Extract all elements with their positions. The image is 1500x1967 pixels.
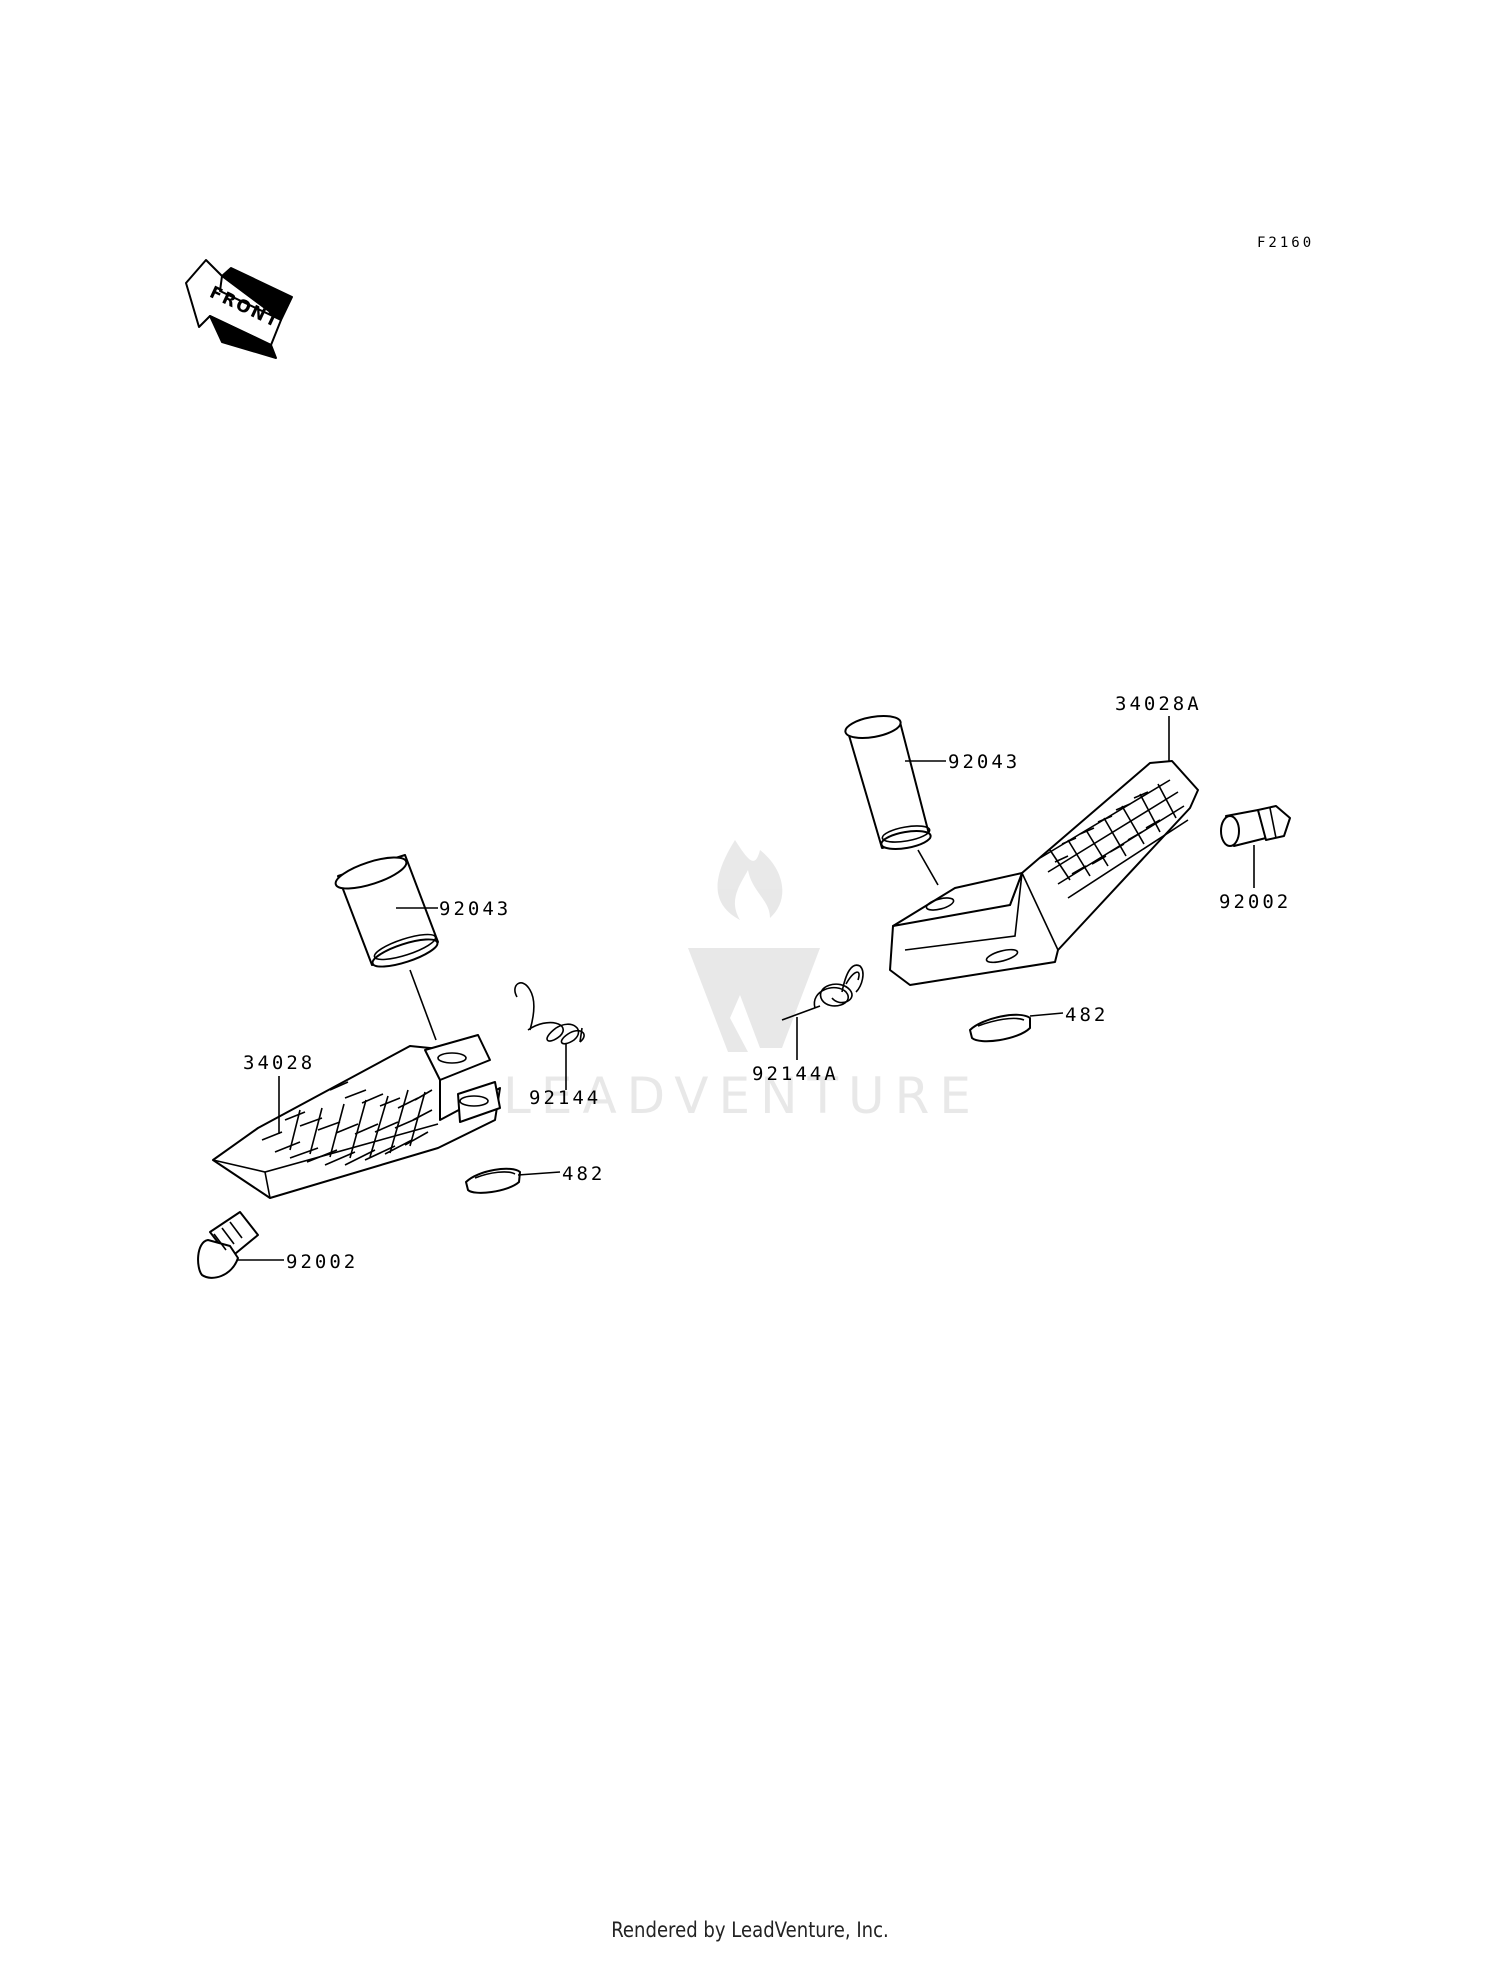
right-stopper-bolt bbox=[1220, 805, 1291, 847]
left-pivot-pin bbox=[334, 854, 439, 968]
callout-right-pin: 92043 bbox=[948, 751, 1020, 773]
callout-left-clip: 482 bbox=[562, 1163, 605, 1185]
left-footpeg bbox=[212, 1034, 501, 1199]
right-pivot-pin bbox=[844, 715, 932, 850]
left-return-spring bbox=[514, 982, 585, 1045]
callout-right-clip: 482 bbox=[1065, 1004, 1108, 1026]
right-footpeg bbox=[889, 760, 1199, 986]
callout-left-step: 34028 bbox=[243, 1052, 315, 1074]
front-arrow-icon: FRONT bbox=[185, 259, 293, 359]
watermark-text: LEADVENTURE bbox=[503, 1067, 981, 1125]
render-credit: Rendered by LeadVenture, Inc. bbox=[611, 1918, 889, 1942]
callout-left-spring: 92144 bbox=[529, 1087, 601, 1109]
left-stopper-bolt bbox=[197, 1211, 259, 1279]
callout-left-pin: 92043 bbox=[439, 898, 511, 920]
callout-right-spring: 92144A bbox=[752, 1063, 839, 1085]
right-clip bbox=[969, 1013, 1031, 1043]
callout-right-bolt: 92002 bbox=[1219, 891, 1291, 913]
callout-left-bolt: 92002 bbox=[286, 1251, 358, 1273]
callout-right-step: 34028A bbox=[1115, 693, 1202, 715]
right-return-spring bbox=[781, 964, 864, 1021]
left-clip bbox=[465, 1167, 521, 1194]
figure-code: F2160 bbox=[1257, 235, 1314, 251]
leadventure-watermark: LEADVENTURE bbox=[503, 840, 981, 1125]
